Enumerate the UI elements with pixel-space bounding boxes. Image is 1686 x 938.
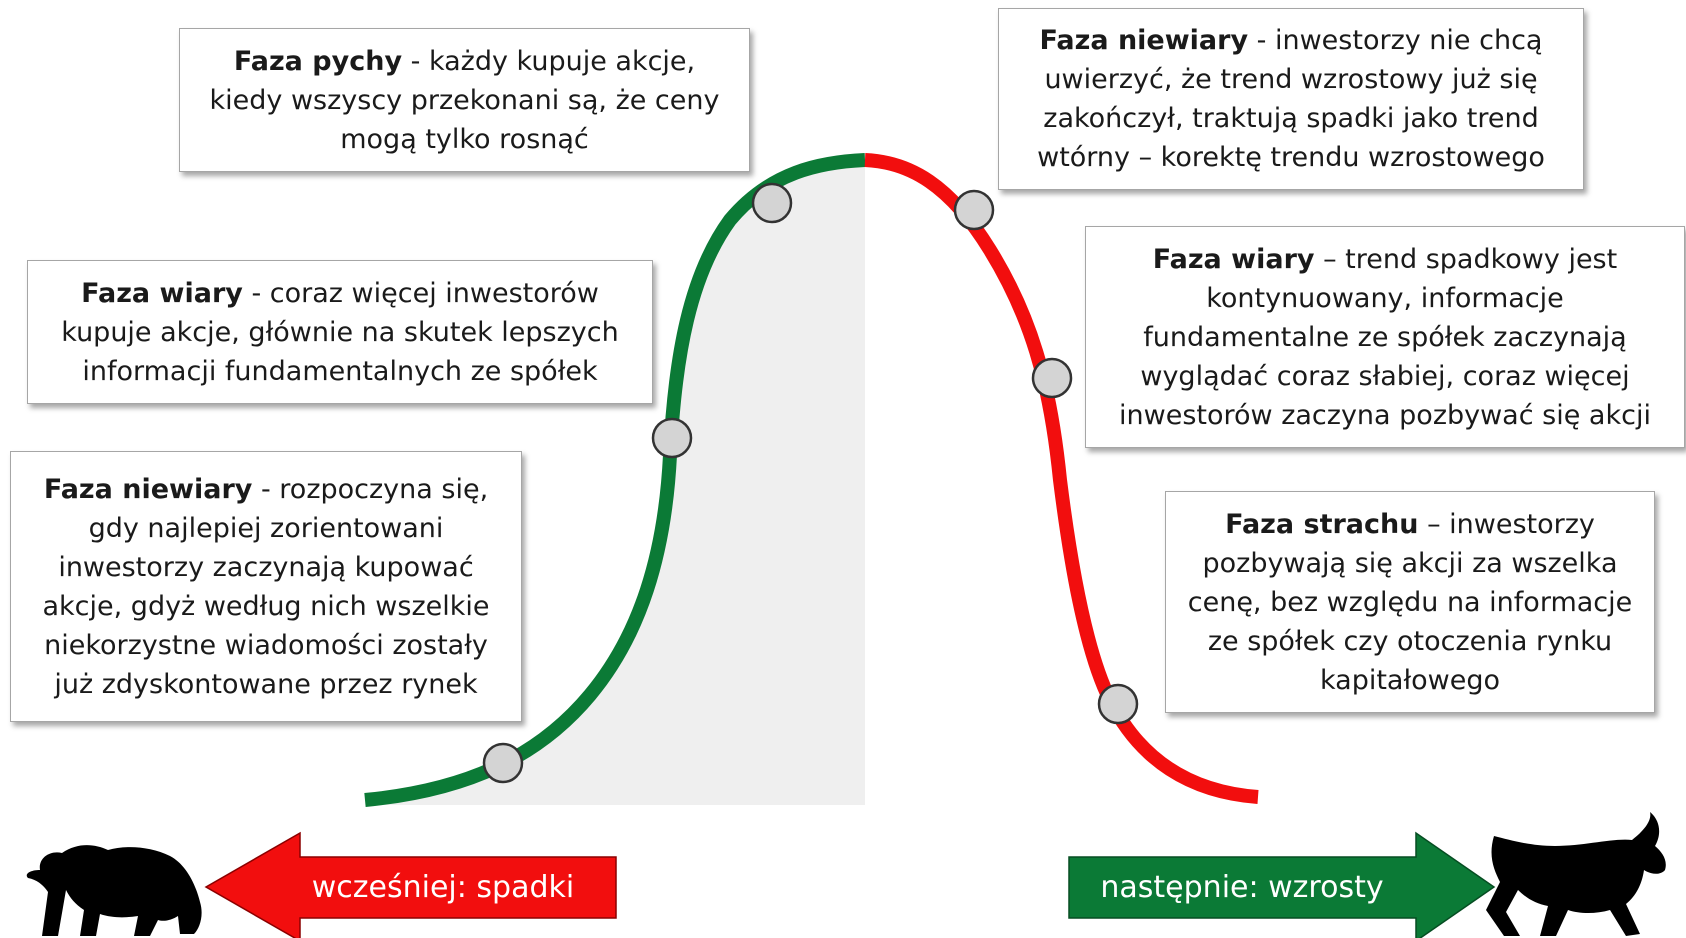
phase-description: - rozpoczyna się, gdy najlepiej zoriento…: [42, 473, 490, 700]
arrow-right-icon: [1068, 831, 1496, 938]
bull-silhouette-icon: [1486, 812, 1666, 936]
phase-box-fear: Faza strachu – inwestorzy pozbywają się …: [1165, 491, 1655, 713]
rising-phase-shade: [365, 160, 865, 805]
arrow-label-before: wcześniej: spadki: [311, 870, 575, 905]
phase-title: Faza wiary: [1152, 243, 1315, 275]
phase-description: – inwestorzy pozbywają się akcji za wsze…: [1187, 508, 1633, 696]
phase-box-disbelief-late: Faza niewiary - inwestorzy nie chcą uwie…: [998, 8, 1584, 190]
phase-marker-faith-late: [1031, 357, 1073, 399]
phase-box-faith-early: Faza wiary - coraz więcej inwestorów kup…: [27, 260, 653, 404]
arrow-label-after: następnie: wzrosty: [1100, 870, 1384, 905]
phase-description: - inwestorzy nie chcą uwierzyć, że trend…: [1037, 25, 1545, 173]
phase-title: Faza niewiary: [43, 473, 253, 505]
phase-marker-fear: [1097, 683, 1139, 725]
rising-trend-curve: [364, 153, 866, 807]
phase-marker-pride: [751, 182, 793, 224]
arrow-left-icon: [204, 831, 617, 938]
phase-description: - coraz więcej inwestorów kupuje akcje, …: [61, 277, 619, 387]
phase-marker-disbelief-early: [482, 742, 524, 784]
phase-title: Faza niewiary: [1039, 25, 1249, 56]
bear-silhouette-icon: [26, 845, 202, 936]
phase-marker-faith-early: [651, 417, 693, 459]
phase-title: Faza strachu: [1225, 508, 1419, 540]
phase-marker-disbelief-late: [953, 189, 995, 231]
phase-box-disbelief-early: Faza niewiary - rozpoczyna się, gdy najl…: [10, 451, 522, 722]
phase-box-pride: Faza pychy - każdy kupuje akcje, kiedy w…: [179, 28, 750, 172]
phase-title: Faza pychy: [233, 45, 403, 77]
phase-description: - każdy kupuje akcje, kiedy wszyscy prze…: [209, 45, 720, 155]
phase-title: Faza wiary: [81, 277, 243, 309]
phase-description: – trend spadkowy jest kontynuowany, info…: [1119, 243, 1651, 431]
phase-box-faith-late: Faza wiary – trend spadkowy jest kontynu…: [1085, 226, 1685, 448]
